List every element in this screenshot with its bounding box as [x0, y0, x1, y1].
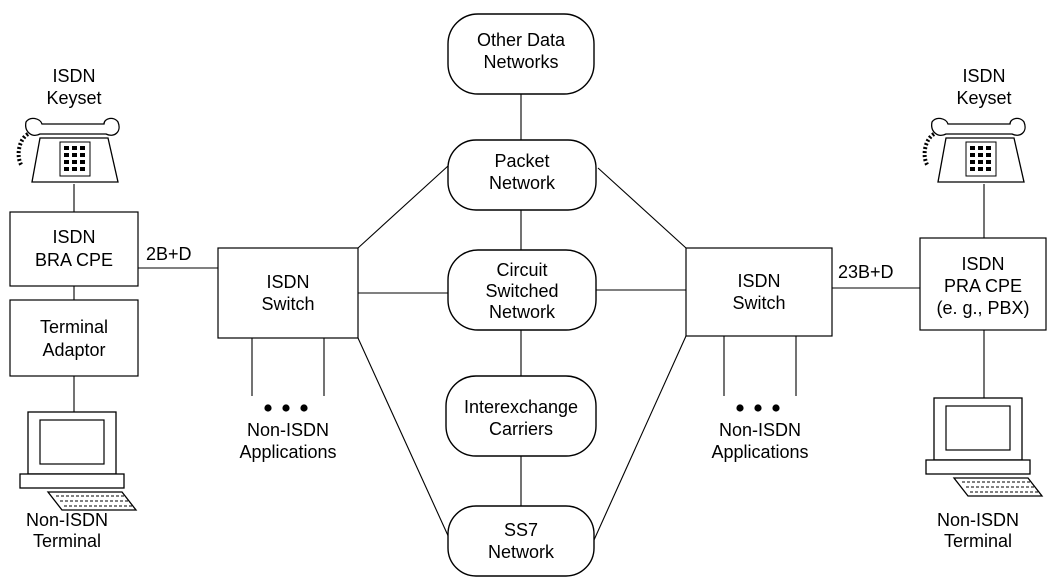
other-data-line2: Networks: [483, 52, 558, 72]
interexchange-line1: Interexchange: [464, 397, 578, 417]
right-apps-line2: Applications: [711, 442, 808, 462]
right-switch-line1: ISDN: [737, 271, 780, 291]
packet-line1: Packet: [494, 151, 549, 171]
circuit-switched-network-cloud: [447, 249, 597, 331]
line-packet-rswitch: [597, 167, 687, 249]
telephone-icon: [922, 117, 1026, 183]
left-link-label: 2B+D: [146, 244, 192, 264]
left-adaptor-line2: Adaptor: [42, 340, 105, 360]
left-switch-line2: Switch: [261, 294, 314, 314]
right-pra-line2: PRA CPE: [944, 276, 1022, 296]
right-pra-cpe-box: [919, 237, 1047, 331]
right-switch-line2: Switch: [732, 293, 785, 313]
computer-icon: [925, 397, 1044, 497]
packet-network-cloud: [447, 139, 597, 211]
left-apps-line2: Applications: [239, 442, 336, 462]
line-lswitch-packet: [357, 165, 449, 249]
telephone-icon: [16, 117, 120, 183]
left-bra-line2: BRA CPE: [35, 250, 113, 270]
circuit-line3: Network: [489, 302, 556, 322]
right-apps-line1: Non-ISDN: [719, 420, 801, 440]
line-ss7-rswitch: [593, 335, 687, 541]
right-keyset-line2: Keyset: [956, 88, 1011, 108]
ss7-line1: SS7: [504, 520, 538, 540]
left-apps-line1: Non-ISDN: [247, 420, 329, 440]
right-terminal-line1: Non-ISDN: [937, 510, 1019, 530]
other-data-line1: Other Data: [477, 30, 566, 50]
left-keyset-line1: ISDN: [52, 66, 95, 86]
left-bra-cpe-box: [9, 211, 139, 287]
line-lswitch-ss7: [357, 337, 451, 541]
interexchange-line2: Carriers: [489, 419, 553, 439]
packet-line2: Network: [489, 173, 556, 193]
right-terminal-line2: Terminal: [944, 531, 1012, 551]
left-terminal-adaptor-box: [9, 299, 139, 377]
right-keyset-line1: ISDN: [962, 66, 1005, 86]
left-keyset-line2: Keyset: [46, 88, 101, 108]
circuit-line1: Circuit: [496, 260, 547, 280]
right-pra-line1: ISDN: [961, 254, 1004, 274]
ss7-line2: Network: [488, 542, 555, 562]
ellipsis-dots: [264, 404, 308, 412]
ellipsis-dots: [736, 404, 780, 412]
right-isdn-switch-box: [685, 247, 833, 337]
left-adaptor-line1: Terminal: [40, 317, 108, 337]
other-data-networks-cloud: [447, 13, 595, 95]
left-keyset-label: ISDN Keyset: [46, 66, 101, 108]
left-isdn-switch-box: [217, 247, 359, 339]
right-pra-line3: (e. g., PBX): [936, 298, 1029, 318]
left-terminal-line2: Terminal: [33, 531, 101, 551]
interexchange-carriers-cloud: [445, 375, 597, 457]
left-switch-line1: ISDN: [266, 272, 309, 292]
computer-icon: [19, 411, 138, 511]
right-link-label: 23B+D: [838, 262, 894, 282]
left-bra-line1: ISDN: [52, 227, 95, 247]
connection-lines: [73, 94, 985, 541]
ss7-network-cloud: [447, 505, 595, 577]
circuit-line2: Switched: [485, 281, 558, 301]
left-terminal-line1: Non-ISDN: [26, 510, 108, 530]
